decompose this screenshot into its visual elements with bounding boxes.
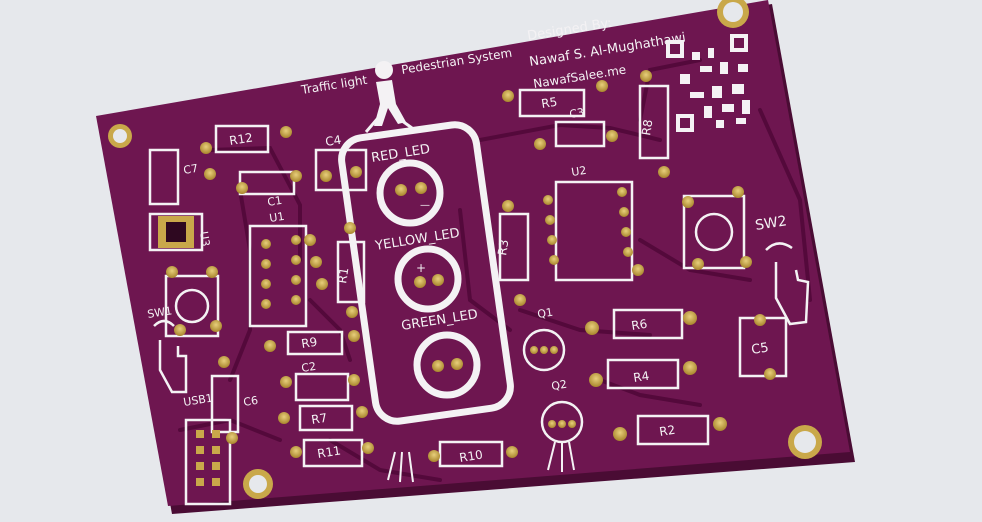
ref-c4: C4 (324, 133, 342, 149)
ref-r8: R8 (639, 118, 655, 136)
pcb-board (96, 0, 850, 506)
ref-q1: Q1 (536, 306, 554, 321)
ref-c1: C1 (266, 194, 283, 209)
ref-usb1: USB1 (182, 391, 213, 408)
ref-u3: U3 (197, 230, 212, 247)
ref-r4: R4 (632, 369, 650, 385)
ref-c2: C2 (300, 360, 317, 375)
u3-chip (158, 216, 194, 248)
ref-c7: C7 (182, 162, 199, 177)
ref-r12: R12 (228, 130, 254, 148)
ref-r11: R11 (316, 443, 342, 461)
usb-header (196, 430, 220, 486)
hand-press-icon-sw1 (153, 319, 188, 394)
ref-sw2: SW2 (754, 213, 788, 234)
led-yellow-plus: + (416, 261, 426, 275)
mounting-holes (108, 0, 822, 499)
traffic-light-housing (338, 121, 514, 425)
ref-r9: R9 (300, 335, 318, 351)
ref-u2: U2 (570, 164, 587, 179)
led-red-minus: — (420, 200, 430, 211)
crosswalk-icon (387, 441, 575, 483)
ref-q2: Q2 (550, 378, 568, 393)
ref-r6: R6 (630, 317, 648, 333)
pedestrian-icon (364, 61, 413, 133)
ref-r7: R7 (310, 411, 328, 427)
component-outlines (148, 84, 788, 506)
ref-r2: R2 (658, 423, 676, 439)
hand-press-icon-sw2 (765, 242, 810, 326)
ref-sw1: SW1 (146, 304, 173, 321)
qr-code (666, 34, 750, 132)
ref-r3: R3 (495, 238, 511, 256)
ref-r5: R5 (540, 95, 558, 111)
ref-r10: R10 (458, 447, 484, 465)
ref-r1: R1 (335, 266, 351, 284)
ref-c3: C3 (568, 106, 585, 121)
ref-c6: C6 (242, 394, 259, 409)
ref-u1: U1 (268, 210, 285, 225)
pads (166, 70, 776, 462)
ref-c5: C5 (750, 340, 769, 358)
